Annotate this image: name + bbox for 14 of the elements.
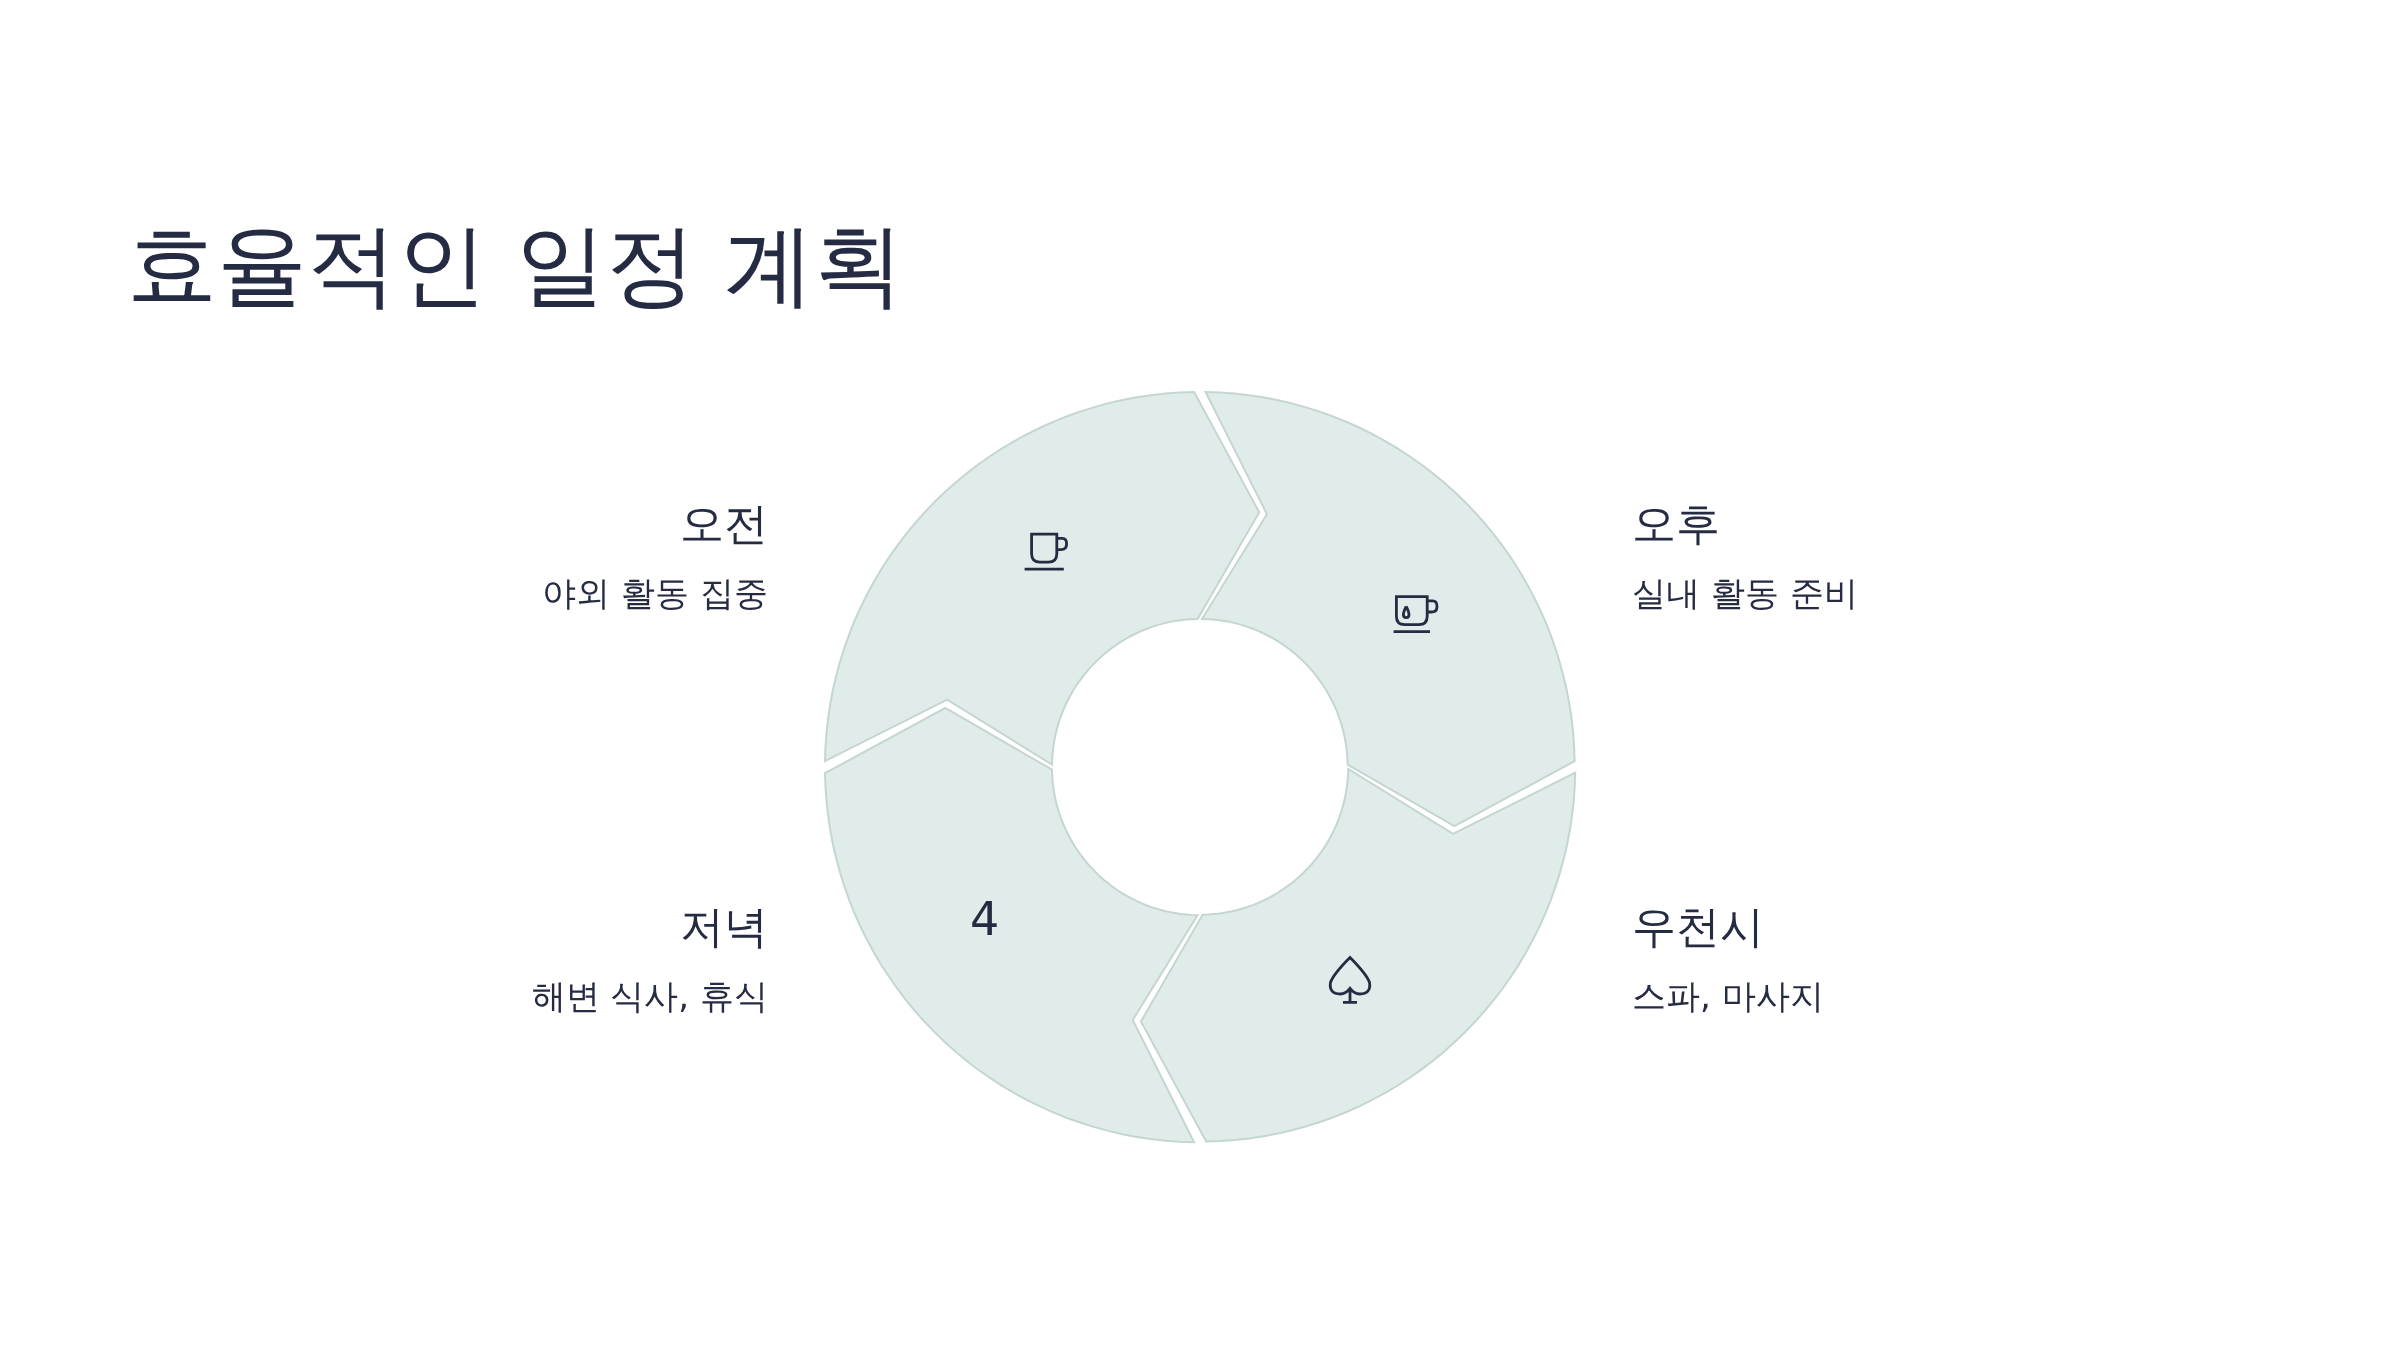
step-number: 4 <box>970 892 1000 946</box>
title: 효율적인 일정 계획 <box>127 211 905 319</box>
step-description: 해변 식사, 휴식 <box>531 975 768 1018</box>
step-title: 오전 <box>680 497 768 551</box>
step-description: 실내 활동 준비 <box>1632 572 1858 615</box>
step-title: 우천시 <box>1632 900 1764 954</box>
cycle-segment <box>823 390 1262 767</box>
step-title: 저녁 <box>680 900 768 954</box>
cycle-segment <box>1200 390 1577 829</box>
cycle-segment <box>823 705 1200 1144</box>
cycle-segment <box>1138 767 1577 1144</box>
step-description: 야외 활동 집중 <box>542 572 768 615</box>
step-title: 오후 <box>1632 497 1720 551</box>
step-description: 스파, 마사지 <box>1632 975 1824 1018</box>
